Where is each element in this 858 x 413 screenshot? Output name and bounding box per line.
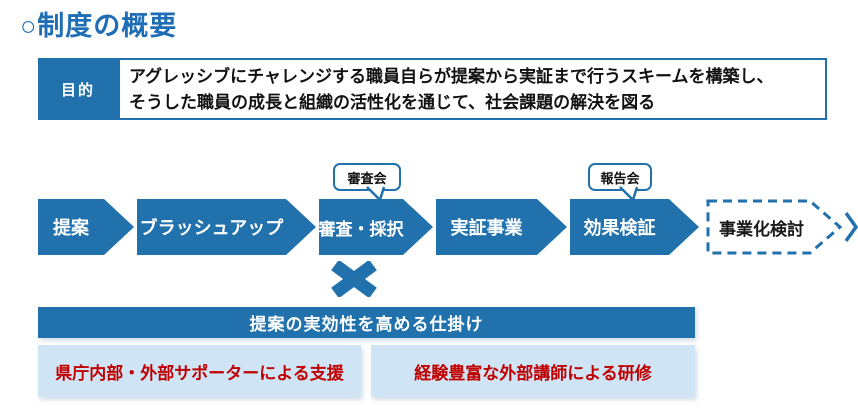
callout-tail-icon <box>619 186 639 202</box>
flow-step-review-adoption: 審査・採択 <box>319 199 433 255</box>
page-title: ○制度の概要 <box>20 11 178 41</box>
callout-tail-icon <box>366 186 386 202</box>
flow-continues-chevron-icon <box>845 211 858 243</box>
callout-review-meeting-label: 審査会 <box>347 170 387 186</box>
dashed-arrow-outline-icon <box>706 199 843 255</box>
heavy-x-icon <box>331 261 377 297</box>
flow-step-proposal: 提案 <box>38 199 134 255</box>
flow-step-commercialization: 事業化検討 <box>706 199 843 255</box>
flow-step-demonstration: 実証事業 <box>436 199 567 255</box>
callout-review-meeting: 審査会 <box>333 163 401 202</box>
flow-step-commercialization-label: 事業化検討 <box>719 219 804 239</box>
purpose-label: 目的 <box>38 58 118 120</box>
callout-report-meeting-label: 報告会 <box>600 170 640 186</box>
purpose-line-1: アグレッシブにチャレンジする職員自らが提案から実証まで行うスキームを構築し、 <box>129 67 774 86</box>
purpose-text: アグレッシブにチャレンジする職員自らが提案から実証まで行うスキームを構築し、 そ… <box>118 58 827 120</box>
flow-step-effect-verification: 効果検証 <box>570 199 699 255</box>
mechanism-item-training: 経験豊富な外部講師による研修 <box>371 345 695 397</box>
mechanism-item-support: 県庁内部・外部サポーターによる支援 <box>38 345 361 397</box>
flow-step-brushup: ブラッシュアップ <box>137 199 316 255</box>
mechanism-header-bar: 提案の実効性を高める仕掛け <box>38 307 695 338</box>
callout-report-meeting: 報告会 <box>588 163 652 202</box>
purpose-section: 目的 アグレッシブにチャレンジする職員自らが提案から実証まで行うスキームを構築し… <box>38 58 827 120</box>
purpose-line-2: そうした職員の成長と組織の活性化を通じて、社会課題の解決を図る <box>129 93 656 112</box>
